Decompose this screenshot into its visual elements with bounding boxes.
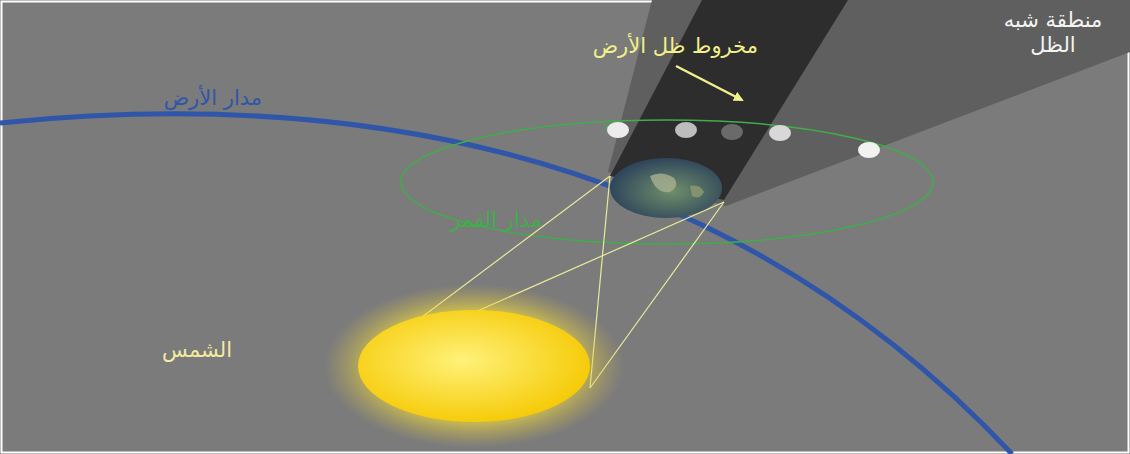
umbra-label: مخروط ظل الأرض (593, 34, 758, 59)
earth-orbit (0, 114, 1012, 454)
earth-land (650, 173, 676, 192)
leader-arrow (676, 66, 742, 100)
moon-orbit-label: مدار القمر (450, 208, 542, 233)
moon-orbit (401, 120, 933, 244)
penumbra-label: منطقة شبه الظل (994, 8, 1112, 58)
earth (610, 158, 722, 218)
sun-label: الشمس (162, 338, 232, 363)
earth-orbit-label: مدار الأرض (164, 86, 262, 111)
moon-phases (607, 122, 880, 158)
sun (358, 310, 590, 422)
earth-land (690, 186, 704, 198)
sun-glow (324, 284, 624, 448)
